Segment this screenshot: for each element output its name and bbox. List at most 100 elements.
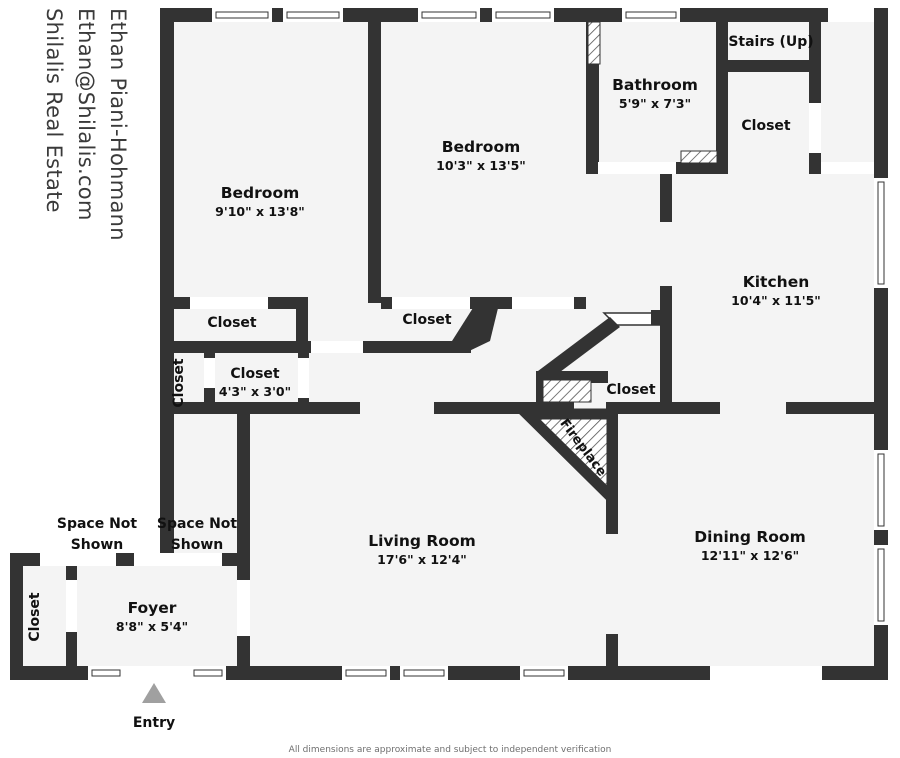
closet-label-small-dim: 4'3" x 3'0": [219, 384, 291, 399]
window-sash-r1: [877, 181, 885, 285]
space-not-shown-right-line1: Space Not: [157, 516, 238, 532]
window-sash-4: [495, 11, 551, 19]
door-small-closet: [298, 358, 309, 398]
door-dining-bottom: [710, 666, 764, 680]
window-sash-f1: [91, 669, 121, 677]
window-bottom-4: [764, 666, 822, 680]
hearth-hatch-small: [542, 379, 592, 403]
room-label-bedroom-left-dim: 9'10" x 13'8": [215, 204, 305, 219]
space-not-shown-left-line1: Space Not: [57, 516, 138, 532]
window-bottom-1: [342, 666, 390, 680]
space-not-shown-right-line2: Shown: [171, 537, 224, 553]
wall-mid-horizontal-c: [606, 402, 720, 414]
agent-name: Ethan Piani-Hohmann: [106, 8, 130, 241]
opening-foyer-top-1: [40, 553, 116, 566]
door-narrow-closet: [204, 358, 215, 388]
door-hall-left: [311, 341, 363, 353]
closet-label-small-name: Closet: [230, 366, 280, 382]
window-top-1: [212, 8, 272, 22]
wall-small-closet-left: [160, 347, 174, 409]
window-sash-b1: [345, 669, 387, 677]
door-bedroom-mid: [512, 297, 574, 309]
wall-closet-left-right: [296, 297, 308, 347]
window-right-2: [874, 450, 888, 530]
window-foyer-1: [88, 666, 124, 680]
window-top-3: [418, 8, 480, 22]
door-closet-left: [190, 297, 268, 309]
wall-closet-angled-fireplace: [538, 317, 620, 381]
wall-closet-mid-angled: [452, 300, 500, 353]
disclaimer-note: All dimensions are approximate and subje…: [288, 745, 612, 755]
opening-foyer-top-2: [134, 553, 222, 566]
window-sash-b2: [403, 669, 445, 677]
window-right-1: [874, 178, 888, 288]
window-top-6: [828, 8, 874, 22]
door-bathroom: [598, 162, 676, 174]
window-right-3: [874, 545, 888, 625]
closet-labels: Closet Closet Closet Closet 4'3" x 3'0" …: [27, 118, 791, 642]
room-label-bedroom-mid-name: Bedroom: [442, 138, 521, 156]
entry-label: Entry: [133, 715, 175, 731]
window-sash-3: [421, 11, 477, 19]
room-label-kitchen-dim: 10'4" x 11'5": [731, 293, 821, 308]
fireplace-closet-structure: [536, 310, 666, 403]
foyer-closet-walls: [66, 566, 77, 666]
fireplace-triangle: [513, 408, 618, 512]
window-sash-r2: [877, 453, 885, 527]
room-label-bedroom-mid-dim: 10'3" x 13'5": [436, 158, 526, 173]
wall-mid-horizontal-d: [786, 402, 888, 414]
closet-label-bedroom-mid: Closet: [402, 312, 452, 328]
window-top-4: [492, 8, 554, 22]
stairs-up-label: Stairs (Up): [728, 34, 813, 50]
window-sash-r3: [877, 548, 885, 622]
foyer-wing-fill: [10, 553, 250, 680]
door-foyer-living: [237, 580, 250, 636]
door-hall-kitchen: [821, 162, 874, 174]
wall-mid-horizontal-a: [296, 402, 360, 414]
wall-stairs-bottom: [716, 60, 821, 72]
wall-between-bedrooms: [368, 8, 381, 303]
wall-hall-stub: [660, 174, 672, 222]
window-sash-f2: [193, 669, 223, 677]
wall-living-dining-lower: [606, 634, 618, 680]
room-label-dining-name: Dining Room: [694, 528, 805, 546]
closet-door-hinge: [651, 310, 666, 325]
hatch-bathroom-door: [587, 21, 601, 65]
door-entry: [124, 666, 190, 680]
window-sash-b3: [523, 669, 565, 677]
wall-kitchen-left: [660, 286, 672, 414]
room-labels: Bedroom 9'10" x 13'8" Bedroom 10'3" x 13…: [116, 76, 821, 634]
hatch-closet-vent: [680, 150, 718, 164]
hatched-details: [587, 21, 718, 164]
window-sash-1: [215, 11, 269, 19]
door-closet-mid: [392, 297, 470, 309]
agent-branding: Ethan Piani-Hohmann Ethan@Shilalis.com S…: [0, 0, 150, 300]
window-foyer-2: [190, 666, 226, 680]
room-label-foyer-dim: 8'8" x 5'4": [116, 619, 188, 634]
room-label-dining-dim: 12'11" x 12'6": [701, 548, 799, 563]
wall-foyer-left: [10, 553, 23, 680]
wall-bathroom-right: [716, 22, 728, 174]
door-stairs-closet: [809, 103, 821, 153]
space-not-shown-left-line2: Shown: [71, 537, 124, 553]
closet-label-bedroom-left: Closet: [207, 315, 257, 331]
entry-marker-triangle: [142, 683, 166, 703]
agent-email: Ethan@Shilalis.com: [74, 8, 98, 221]
window-top-2: [283, 8, 343, 22]
wall-foyer-right: [237, 409, 250, 680]
closet-label-narrow: Closet: [171, 358, 187, 408]
window-bottom-3: [520, 666, 568, 680]
room-label-bathroom-name: Bathroom: [612, 76, 698, 94]
room-label-bathroom-dim: 5'9" x 7'3": [619, 96, 691, 111]
agent-company: Shilalis Real Estate: [42, 8, 66, 213]
wall-exterior-left-upper: [160, 8, 174, 561]
door-foyer-closet-gap: [66, 580, 77, 632]
room-label-bedroom-left-name: Bedroom: [221, 184, 300, 202]
room-label-kitchen-name: Kitchen: [743, 273, 810, 291]
window-sash-2: [286, 11, 340, 19]
annotations: Space Not Shown Space Not Shown: [57, 516, 238, 553]
closet-label-fireplace: Closet: [606, 382, 656, 398]
room-label-living-dim: 17'6" x 12'4": [377, 552, 467, 567]
